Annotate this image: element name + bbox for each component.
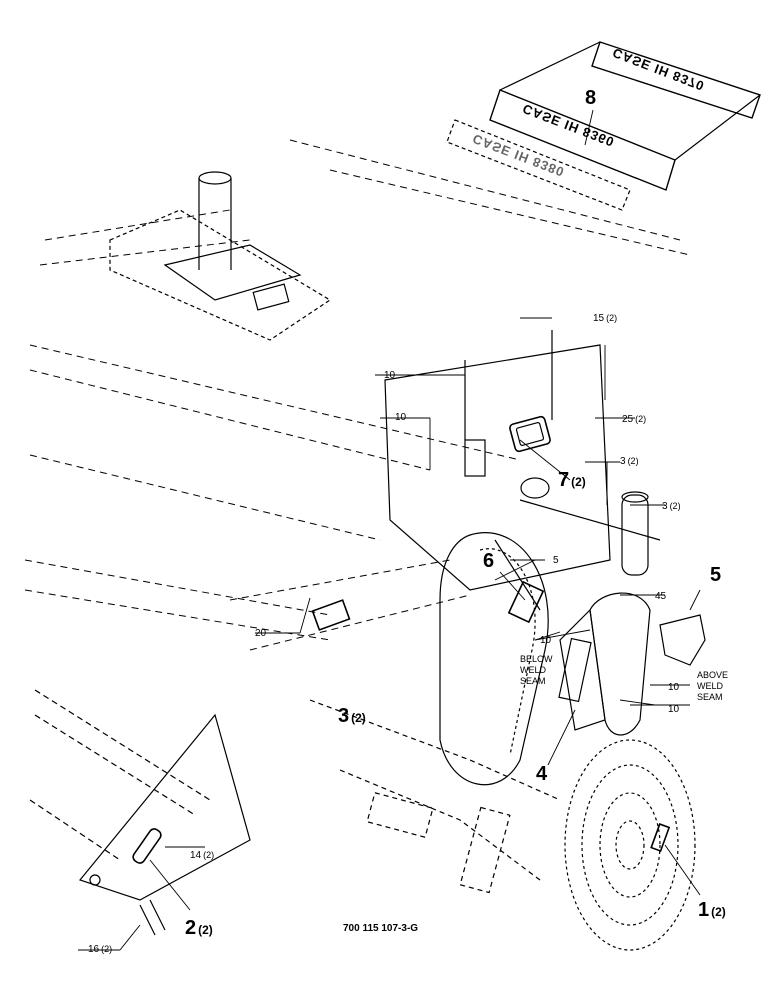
drive-guard [439,532,549,786]
dim-10-below: 10 [540,635,552,646]
frame-outline [24,139,691,651]
inset-detail [29,689,251,936]
lower-frame [309,699,561,894]
dim-10-above: 10 [668,682,680,693]
callout-2: 2(2) [185,917,213,939]
dim-3-upper: 3(2) [620,456,639,467]
dim-20: 20 [255,628,267,639]
callout-3: 3(2) [338,705,366,727]
leader-lines [78,109,701,951]
dim-10-arm: 10 [668,704,680,715]
document-id: 700 115 107-3-G [343,923,419,934]
dim-25: 25(2) [622,414,647,425]
center-bracket [384,330,611,591]
shield-5 [659,614,706,666]
dim-5: 5 [553,555,559,566]
dim-10-top: 10 [384,370,396,381]
dim-45: 45 [655,591,667,602]
support-arm [558,592,651,736]
callout-4: 4 [536,763,548,785]
dim-3-lower: 3(2) [662,501,681,512]
dim-16: 16(2) [88,944,113,955]
callout-8: 8 [585,87,597,109]
dim-15: 15(2) [593,313,618,324]
decal-strips [446,41,761,211]
hitch-pillar [109,171,332,341]
wheel [564,739,696,951]
pin-assembly [519,491,661,576]
callout-7: 7(2) [558,469,586,491]
dim-10-bracket: 10 [395,412,407,423]
callout-5: 5 [710,564,722,586]
callout-6: 6 [483,550,495,572]
dim-14: 14(2) [190,850,215,861]
callout-1: 1(2) [698,899,726,921]
